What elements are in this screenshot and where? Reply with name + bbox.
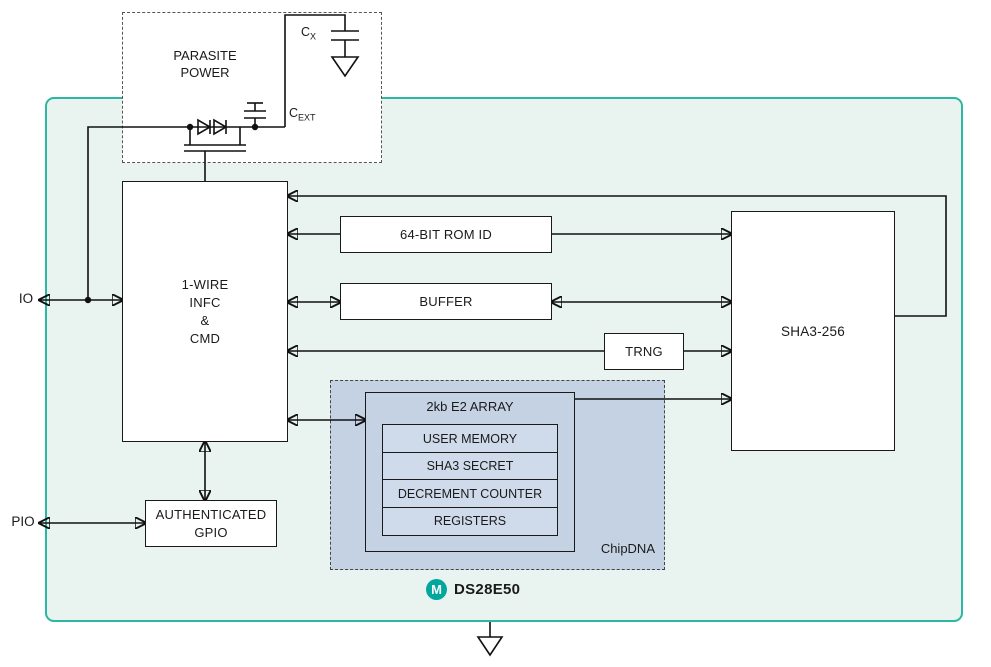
- memory-row-decrement-counter: DECREMENT COUNTER: [382, 479, 558, 509]
- memory-map: USER MEMORY SHA3 SECRET DECREMENT COUNTE…: [382, 424, 558, 536]
- brand: M DS28E50: [426, 579, 520, 600]
- pio-pin-label: PIO: [11, 514, 35, 529]
- e2-array-title: 2kb E2 ARRAY: [426, 399, 514, 414]
- memory-row-registers: REGISTERS: [382, 506, 558, 536]
- onewire-label: 1-WIRE INFC & CMD: [181, 276, 229, 346]
- onewire-block: 1-WIRE INFC & CMD: [122, 181, 288, 442]
- sha3-label: SHA3-256: [781, 323, 845, 339]
- ground-icon: [476, 622, 504, 657]
- rom-id-label: 64-BIT ROM ID: [400, 227, 492, 242]
- cext-sub: EXT: [298, 112, 316, 123]
- trng-block: TRNG: [604, 333, 684, 370]
- io-pin-label: IO: [18, 291, 34, 306]
- trng-label: TRNG: [625, 344, 663, 359]
- gpio-label: AUTHENTICATED GPIO: [155, 506, 267, 540]
- cext-main: C: [289, 106, 299, 120]
- rom-id-block: 64-BIT ROM ID: [340, 216, 552, 253]
- parasite-power-box: [122, 12, 382, 163]
- memory-row-sha3-secret: SHA3 SECRET: [382, 451, 558, 481]
- cx-main: C: [301, 25, 311, 39]
- part-number: DS28E50: [454, 581, 521, 598]
- cext-label: CEXT: [289, 106, 316, 123]
- authenticated-gpio-block: AUTHENTICATED GPIO: [145, 500, 277, 547]
- cx-label: CX: [301, 25, 316, 42]
- sha3-block: SHA3-256: [731, 211, 895, 451]
- chipdna-label: ChipDNA: [600, 541, 655, 556]
- memory-row-user-memory: USER MEMORY: [382, 424, 558, 453]
- parasite-power-label: PARASITE POWER: [173, 48, 237, 80]
- cx-sub: X: [310, 31, 317, 42]
- maxim-logo: M: [426, 579, 447, 600]
- maxim-logo-letter: M: [431, 582, 442, 597]
- buffer-label: BUFFER: [419, 294, 473, 309]
- buffer-block: BUFFER: [340, 283, 552, 320]
